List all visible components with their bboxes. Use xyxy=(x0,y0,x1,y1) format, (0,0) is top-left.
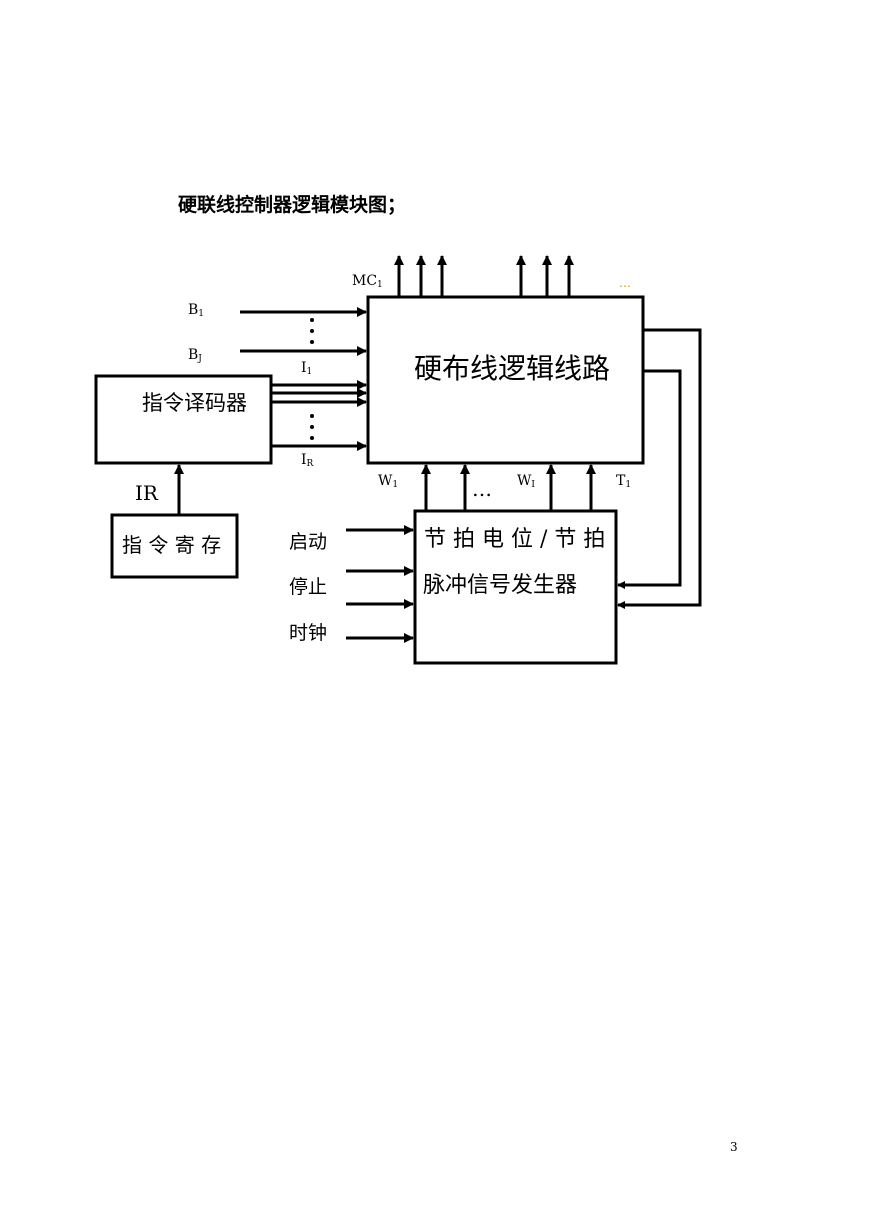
timing-generator-box xyxy=(413,509,618,665)
timing-dots: … xyxy=(472,477,492,501)
decoder-box xyxy=(94,374,273,465)
ir-signal-label: IR xyxy=(301,452,314,469)
feedback-lines xyxy=(617,328,702,609)
bj-label: BJ xyxy=(188,347,202,364)
page-number: 3 xyxy=(730,1140,738,1154)
b1-label: B1 xyxy=(188,302,205,319)
ir-register-label: 指 令 寄 存 xyxy=(122,533,222,557)
top-right-dots: … xyxy=(619,276,631,290)
decoder-outputs xyxy=(271,380,367,451)
ir-label: IR xyxy=(135,481,158,505)
decoder-label: 指令译码器 xyxy=(142,391,247,415)
w1-label: W1 xyxy=(378,473,399,490)
timing-generator-label-2: 脉冲信号发生器 xyxy=(423,573,578,598)
b-inputs xyxy=(240,307,367,356)
i1-label: I1 xyxy=(301,360,313,377)
logic-circuit-label: 硬布线逻辑线路 xyxy=(414,352,611,385)
start-label: 启动 xyxy=(289,531,328,553)
stop-label: 停止 xyxy=(289,576,328,598)
i-dots xyxy=(310,414,314,440)
logic-circuit-box xyxy=(366,295,645,465)
t1-label: T1 xyxy=(616,473,632,490)
diagram-title: 硬联线控制器逻辑模块图； xyxy=(178,194,407,216)
timing-outputs xyxy=(421,464,596,511)
wi-label: WI xyxy=(517,473,535,490)
output-arrows xyxy=(394,255,574,297)
b-dots xyxy=(310,318,314,344)
clock-label: 时钟 xyxy=(289,622,328,644)
control-inputs xyxy=(346,525,414,643)
mc-label: MC1 xyxy=(352,273,383,290)
ir-register-box xyxy=(110,513,239,579)
timing-generator-label-1: 节 拍 电 位 / 节 拍 xyxy=(424,527,606,552)
